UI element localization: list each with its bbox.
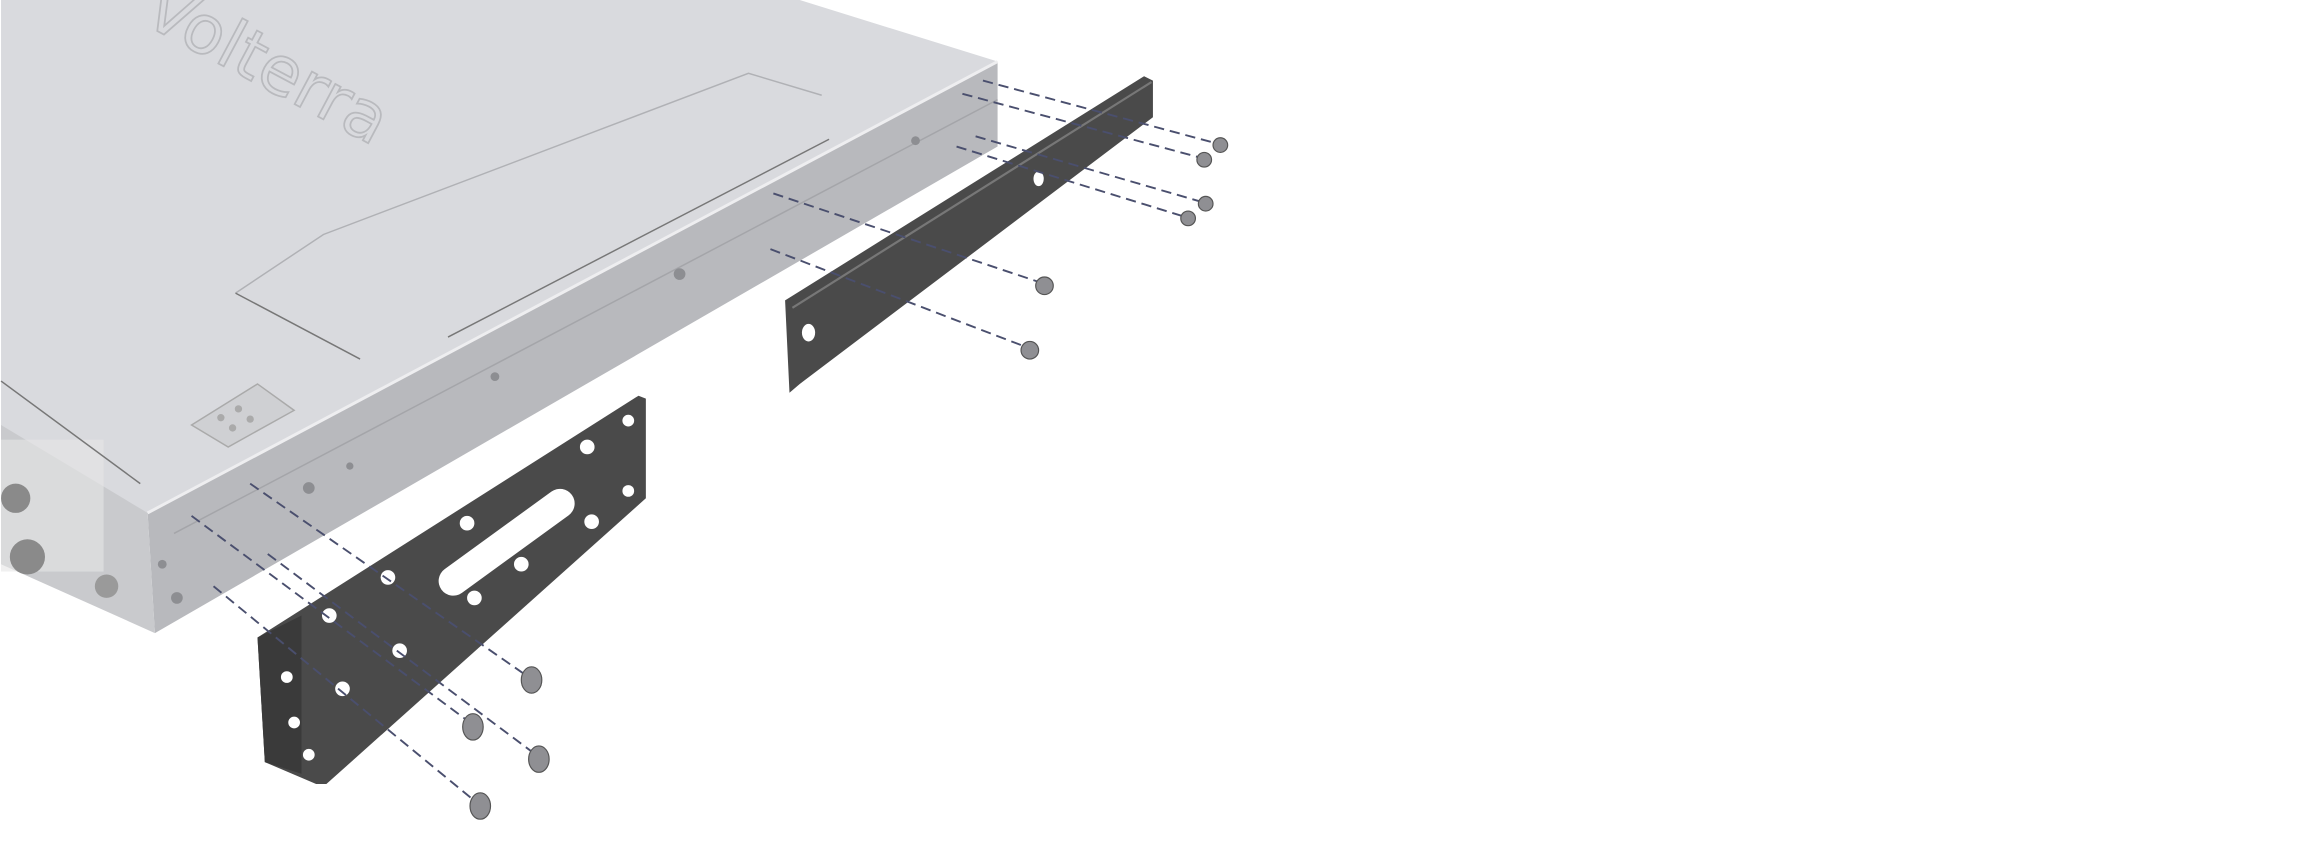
right-rack-bracket: [785, 76, 1153, 393]
screw-icon: [520, 666, 543, 694]
screw-icon: [528, 745, 550, 773]
chassis-side-face: [147, 61, 998, 634]
screw-icon: [1020, 340, 1040, 360]
left-rack-bracket: [257, 395, 646, 785]
screw-icon: [1197, 195, 1214, 212]
screw-icon: [469, 792, 492, 820]
mounting-screws: [462, 137, 1229, 820]
chassis-top-face: [1, 0, 998, 513]
screw-icon: [462, 713, 484, 741]
alignment-guide-lines: [190, 79, 1218, 804]
connector: [9, 539, 45, 575]
screw-icon: [1035, 276, 1054, 296]
screw-icon: [1196, 151, 1213, 168]
screw-icon: [1180, 210, 1197, 227]
screw-icon: [1212, 137, 1229, 153]
status-led-block: [190, 383, 296, 448]
chassis: Volterra: [0, 0, 999, 634]
